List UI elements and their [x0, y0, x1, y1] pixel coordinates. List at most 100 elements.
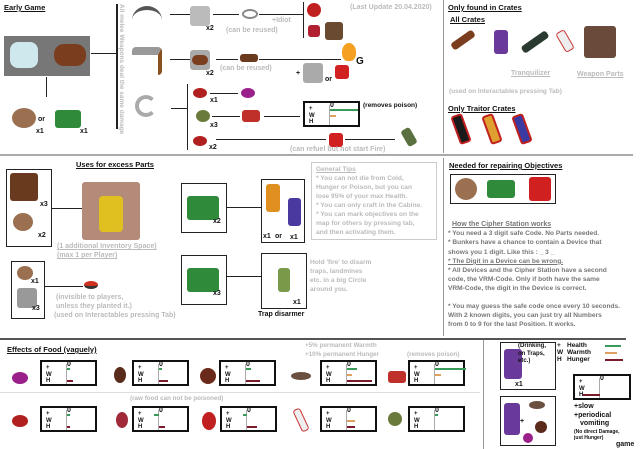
last-update: (Last Update 20.04.2020): [350, 4, 432, 11]
crossbow-icon: [450, 29, 476, 51]
cipher-line: shows you 1 digit. Like this : _ 3 _: [448, 248, 555, 256]
heart-icon: [307, 3, 321, 17]
food-title: Effects of Food (vaguely): [7, 345, 97, 354]
hunger-bar: [247, 426, 257, 428]
health-bar: [435, 414, 438, 416]
crystal-icon: [190, 6, 210, 26]
inventory-limit-note: (max 1 per Player): [57, 252, 118, 259]
quantity: x2: [206, 70, 214, 77]
campfire-icon: [240, 54, 258, 62]
zero-axis: [434, 364, 435, 384]
hunger-bar: [67, 380, 73, 382]
quantity: x1: [80, 128, 88, 135]
cipher-line: VRM-Code, the digit in the Device is cor…: [448, 285, 587, 293]
poison-food-box: [500, 396, 556, 446]
pie-note: +10% permanent Hunger: [305, 351, 380, 358]
quantity: x1: [36, 128, 44, 135]
zero-axis: [329, 105, 330, 125]
quantity: x2: [206, 25, 214, 32]
cipher-section: How the Cipher Station works * You need …: [448, 220, 638, 329]
medkit-icon: [242, 110, 260, 122]
raw-heart-icon: [202, 412, 216, 430]
reuse-note: (can be reused): [226, 27, 278, 34]
tip-line: * You can mark objectives on the: [316, 211, 419, 218]
berries-icon: [193, 88, 207, 98]
mine-note: (used on Interactables pressing Tab): [54, 312, 176, 319]
tranquilizer-icon: [520, 30, 550, 54]
health-bar: [67, 368, 70, 370]
meat-icon: [308, 25, 320, 37]
herb-icon: [196, 110, 210, 122]
quantity: x3: [210, 122, 218, 129]
alcohol-bottle-icon: [555, 28, 575, 54]
backpack-image: [82, 182, 140, 240]
objectives-title: Needed for repairing Objectives: [449, 161, 563, 170]
zero-axis: [158, 364, 159, 384]
removes-poison-note: (removes poison): [363, 102, 418, 109]
grenade-icon: [400, 126, 418, 148]
zero-label: 0: [67, 361, 71, 368]
or-label: or: [325, 76, 332, 83]
traitor-crates-title: Only Traitor Crates: [448, 104, 516, 113]
cooked-heart-icon: [200, 368, 216, 384]
zero-label: 0: [246, 361, 250, 368]
tip-line: * You can only craft in the Cabine.: [316, 202, 423, 209]
quantity: x2: [209, 144, 217, 151]
zero-label: 0: [330, 102, 334, 109]
used-note: (used on Interactables pressing Tab): [449, 88, 562, 95]
warmth-bar: [347, 420, 355, 422]
body-icon: [325, 22, 343, 40]
mine-recipe-box: [11, 261, 45, 319]
circuit-board-icon: [55, 110, 81, 128]
idiot-label: +Idiot: [272, 17, 291, 24]
zero-label: 0: [600, 375, 604, 382]
cipher-line: from 0 to 9 for the last Position. It wo…: [448, 321, 576, 329]
raw-meat-icon: [116, 412, 128, 428]
health-bar: [347, 368, 357, 370]
zero-axis: [599, 378, 600, 398]
inventory-note: (1 additional Inventory Space): [57, 243, 157, 250]
disarmer-result-box: [261, 253, 307, 309]
zero-label: 0: [247, 407, 251, 414]
log-icon: [54, 44, 86, 66]
crystal-icon: [10, 42, 38, 68]
or-label: or: [275, 233, 282, 240]
all-crates-title: All Crates: [450, 15, 486, 24]
fire-icon: [342, 43, 356, 61]
crates-title: Only found in Crates: [448, 3, 522, 12]
raw-food-note: (raw food can not be poisoned): [130, 395, 224, 402]
hunger-bar: [159, 426, 165, 428]
energy-drink-orange-icon: [481, 112, 503, 146]
zero-label: 0: [347, 407, 351, 414]
pie-icon: [291, 372, 311, 380]
general-tips-box: General Tips * You can not die from Cold…: [311, 162, 437, 240]
tips-title: General Tips: [316, 166, 356, 173]
cooked-meat-icon: [114, 367, 126, 383]
health-bar: [243, 414, 247, 416]
zero-axis: [66, 364, 67, 384]
health-bar: [435, 368, 466, 370]
poison-note: (No direct Damage, just Hunger): [574, 429, 620, 441]
pickaxe-icon: [132, 6, 162, 34]
poison-bottle-icon: [494, 30, 508, 54]
zero-axis: [346, 364, 347, 384]
medkit-icon: [388, 371, 406, 383]
gear-parts-icon: [12, 108, 36, 128]
objective-parts-box: [450, 174, 556, 204]
zero-axis: [158, 410, 159, 430]
tip-line: and then activating them.: [316, 229, 396, 236]
sickle-icon: [135, 95, 157, 117]
